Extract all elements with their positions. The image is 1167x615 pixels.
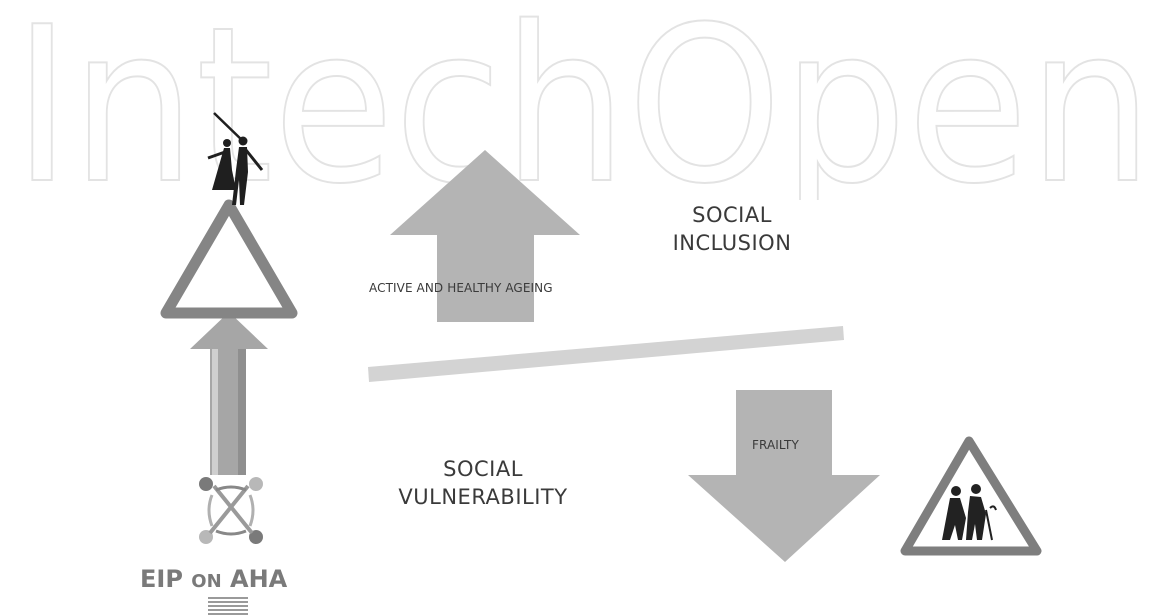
elderly-crossing-warning-icon (942, 484, 997, 541)
on-text: ON (191, 571, 222, 592)
down-arrow-frailty (688, 390, 880, 562)
dancing-couple-icon (207, 112, 264, 205)
arrow-base-stripes (208, 597, 248, 615)
up-arrow-active-ageing (390, 150, 580, 322)
balance-beam (368, 326, 844, 382)
social-inclusion-line-1: SOCIAL (692, 203, 772, 227)
social-vulnerability-line-1: SOCIAL (443, 457, 523, 481)
eip-text: EIP (140, 565, 183, 593)
watermark-text: IntechOpen (13, 0, 1153, 200)
social-inclusion-line-2: INCLUSION (672, 231, 792, 255)
frailty-label: FRAILTY (752, 438, 799, 452)
warning-triangle-right (900, 436, 1042, 556)
warning-triangle-left (160, 199, 298, 319)
eip-aha-logo-icon (199, 477, 263, 544)
active-healthy-ageing-label: ACTIVE AND HEALTHY AGEING (369, 281, 553, 295)
social-vulnerability-line-2: VULNERABILITY (398, 485, 568, 509)
social-vulnerability-label: SOCIAL VULNERABILITY (383, 455, 583, 511)
aha-text: AHA (230, 565, 288, 593)
eip-upward-arrow (190, 312, 268, 475)
intechopen-watermark: IntechOpen (12, 0, 1154, 200)
social-inclusion-label: SOCIAL INCLUSION (640, 201, 824, 257)
eip-on-aha-logo-text: EIP ON AHA (140, 565, 287, 593)
